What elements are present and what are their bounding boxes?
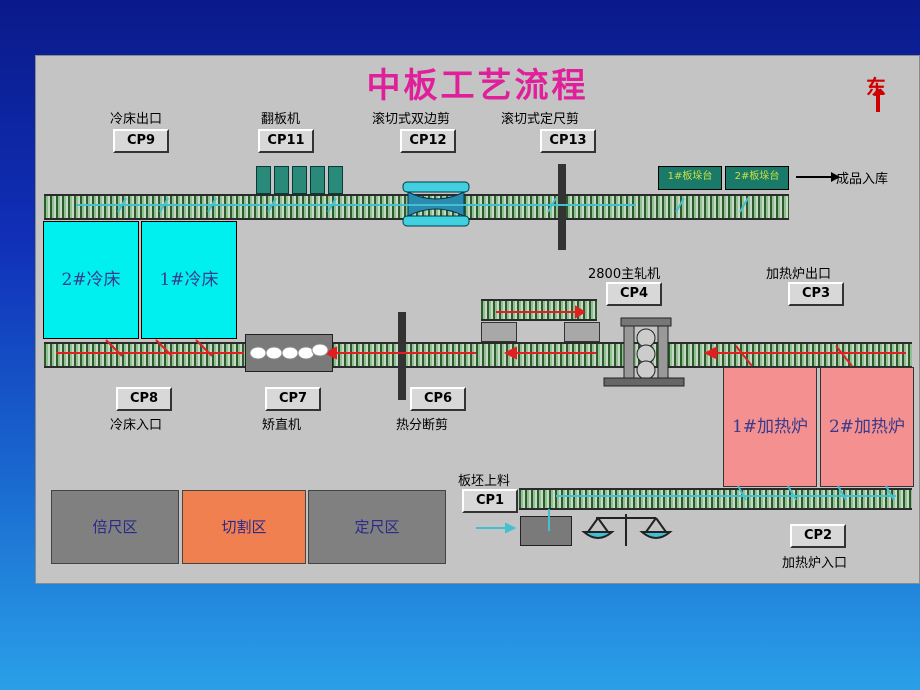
- cooling-bed-2[interactable]: 2#冷床: [43, 221, 139, 339]
- furnace-2[interactable]: 2#加热炉: [820, 367, 914, 487]
- hot-shear-label: 热分断剪: [396, 418, 449, 433]
- cooling-bed-1[interactable]: 1#冷床: [141, 221, 237, 339]
- main-mill-label: 2800主轧机: [588, 267, 661, 282]
- flipper-plate: [310, 166, 325, 194]
- flipper-plate: [292, 166, 307, 194]
- transfer-table-right: [564, 322, 600, 342]
- zone-cutting[interactable]: 切割区: [182, 490, 306, 564]
- cp9-button[interactable]: CP9: [113, 129, 169, 153]
- cooler-entry-label: 冷床入口: [110, 418, 163, 433]
- loading-table: [520, 516, 572, 546]
- stack-table-2[interactable]: 2#板垛台: [725, 166, 789, 190]
- zone-multiple-length[interactable]: 倍尺区: [51, 490, 179, 564]
- flipper-plate: [328, 166, 343, 194]
- straightener-label: 矫直机: [262, 418, 302, 433]
- cp13-button[interactable]: CP13: [540, 129, 596, 153]
- cp1-button[interactable]: CP1: [462, 489, 518, 513]
- flipper-plate: [256, 166, 271, 194]
- equipment-overlay: [56, 172, 906, 546]
- cp8-button[interactable]: CP8: [116, 387, 172, 411]
- reversing-roller: [481, 299, 597, 321]
- hot-shear-blade: [398, 312, 406, 400]
- loading-roller-conveyor: [519, 488, 912, 510]
- fixed-shear-blade: [558, 164, 566, 250]
- cp3-button[interactable]: CP3: [788, 282, 844, 306]
- furnace-exit-label: 加热炉出口: [766, 267, 832, 282]
- middle-flow-arrows: [56, 305, 906, 367]
- top-flow-arrows: [76, 197, 749, 213]
- billet-loading-label: 板坯上料: [458, 474, 511, 489]
- middle-roller-conveyor: [44, 342, 912, 368]
- transfer-table-left: [481, 322, 517, 342]
- furnace-1[interactable]: 1#加热炉: [723, 367, 817, 487]
- flipper-label: 翻板机: [261, 112, 301, 127]
- finished-arrow-icon: [796, 172, 840, 182]
- stack-table-1[interactable]: 1#板垛台: [658, 166, 722, 190]
- fixed-shear-label: 滚切式定尺剪: [501, 112, 580, 127]
- cp12-button[interactable]: CP12: [400, 129, 456, 153]
- finished-storage-label: 成品入库: [836, 172, 889, 187]
- process-panel: 中板工艺流程 东 冷床出口 CP9 翻板机 CP11 滚切式双边剪 CP12 滚…: [35, 55, 920, 584]
- cp7-button[interactable]: CP7: [265, 387, 321, 411]
- zone-fixed-length[interactable]: 定尺区: [308, 490, 446, 564]
- weighing-scale-icon: [581, 514, 673, 546]
- cooler-exit-label: 冷床出口: [110, 112, 163, 127]
- straightener-rollers-icon: [249, 343, 329, 360]
- cp11-button[interactable]: CP11: [258, 129, 314, 153]
- cp4-button[interactable]: CP4: [606, 282, 662, 306]
- cp2-button[interactable]: CP2: [790, 524, 846, 548]
- cp6-button[interactable]: CP6: [410, 387, 466, 411]
- flipper-plate: [274, 166, 289, 194]
- bottom-flow-arrows: [476, 485, 896, 534]
- rolling-mill-icon: [603, 317, 685, 387]
- page-title: 中板工艺流程: [366, 66, 589, 106]
- double-shear-label: 滚切式双边剪: [372, 112, 451, 127]
- compass-arrow-icon: [872, 88, 884, 112]
- furnace-entry-label: 加热炉入口: [782, 556, 848, 571]
